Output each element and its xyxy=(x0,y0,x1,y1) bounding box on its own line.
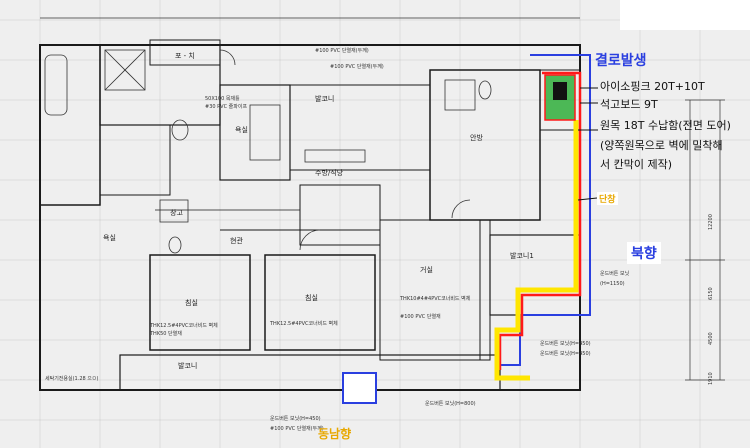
note-text: THK10#4#4PVC코너비드 벽체 xyxy=(399,295,471,302)
room-hall: 현관 xyxy=(230,236,243,245)
note-text: 운드버튼 보닛(H=450) xyxy=(540,350,591,357)
green-box-inner xyxy=(553,82,567,100)
annotation-yellow-label: 단창 xyxy=(597,192,618,205)
dim-label-2: 6150 xyxy=(708,287,714,300)
dim-label-3: 4500 xyxy=(708,332,714,345)
walls xyxy=(39,39,581,391)
dimension-lines xyxy=(40,17,725,381)
dimension-labels: 12200 6150 4500 1910 xyxy=(708,214,714,385)
annotation-line-5: 서 칸막이 제작) xyxy=(600,158,673,171)
note-text: (H=1150) xyxy=(600,281,625,287)
room-pantry: 주방/식당 xyxy=(315,168,344,177)
room-bath: 욕실 xyxy=(235,125,248,134)
dim-label-4: 1910 xyxy=(708,372,714,385)
note-text: #100 PVC 단열재(두께) xyxy=(315,47,369,54)
annotation-line-1: 아이소핑크 20T+10T xyxy=(600,80,705,93)
note-text: 세탁기전용실(1.28 으ㅁ) xyxy=(45,375,98,382)
note-text: 50X100 목재틀 xyxy=(205,95,240,102)
annotation-leaders xyxy=(577,87,598,201)
room-balcony-top: 발코니 xyxy=(315,94,334,103)
annotation-line-2: 석고보드 9T xyxy=(600,98,658,111)
room-storage: 창고 xyxy=(170,209,183,217)
note-text: #100 PVC 단열재(두께) xyxy=(330,63,384,70)
note-text: #100 PVC 단열재(두께) xyxy=(270,425,324,432)
fixtures xyxy=(44,49,492,254)
white-paper-corner xyxy=(620,0,750,30)
red-outline xyxy=(498,71,582,370)
highlight-overlays xyxy=(342,54,591,404)
yellow-band xyxy=(494,120,579,381)
note-text: THK50 단열재 xyxy=(149,330,182,337)
room-labels: 포 - 치 발코니 욕실 안방 주방/식당 현관 거실 침실 침실 창고 발코니… xyxy=(103,51,534,370)
note-text: 운드버튼 보닛 xyxy=(600,270,630,277)
room-bath-2: 욕실 xyxy=(103,233,116,242)
note-text: THK12.5#4PVC코너비드 벽체 xyxy=(269,320,338,327)
note-text: #100 PVC 단열재 xyxy=(400,313,441,320)
drawing-notes: #100 PVC 단열재(두께) #100 PVC 단열재(두께) 50X100… xyxy=(45,47,630,432)
room-living: 거실 xyxy=(420,265,433,274)
note-text: 운드버튼 보닛(H=800) xyxy=(425,400,476,407)
white-marker-box xyxy=(342,372,377,404)
note-text: 운드버튼 보닛(H=450) xyxy=(270,415,321,422)
room-inner: 안방 xyxy=(470,133,483,142)
annotation-north: 북향 xyxy=(627,242,661,264)
annotation-line-4: (양쪽원목으로 벽에 밀착해 xyxy=(600,139,723,152)
room-balcony-bottom: 발코니 xyxy=(178,361,197,370)
note-text: THK12.5#4PVC코너비드 벽체 xyxy=(149,322,218,329)
annotation-line-3: 원목 18T 수납함(전면 도어) xyxy=(600,119,731,132)
annotation-title: 결로발생 xyxy=(595,53,647,69)
room-foyer: 포 - 치 xyxy=(175,51,195,60)
note-text: #30 PVC 줄파이프 xyxy=(205,103,247,110)
note-text: 운드버튼 보닛(H=450) xyxy=(540,340,591,347)
room-bed-2: 침실 xyxy=(305,293,318,302)
room-balcony-right: 발코니1 xyxy=(510,251,534,260)
room-bed-1: 침실 xyxy=(185,298,198,307)
blue-outline xyxy=(495,54,591,366)
dim-label-1: 12200 xyxy=(708,214,714,230)
annotation-south: 동남향 xyxy=(318,427,352,441)
